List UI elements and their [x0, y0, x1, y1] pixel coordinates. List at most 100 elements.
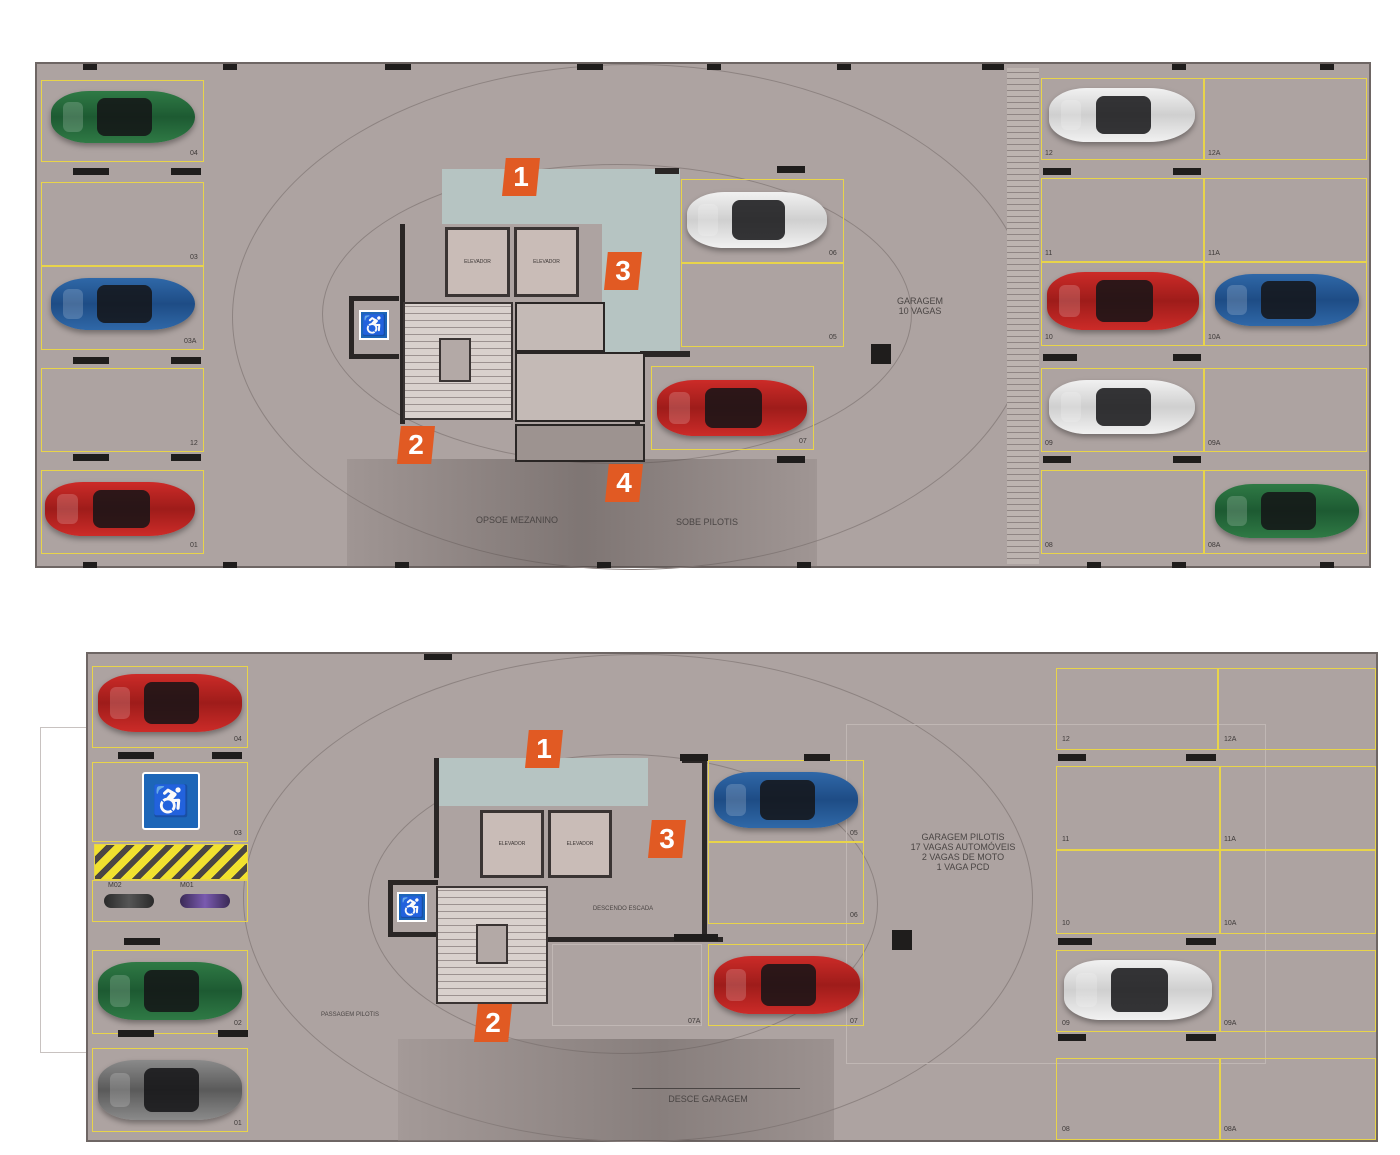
parking-spot [41, 266, 204, 350]
spot-number: 06 [829, 250, 837, 257]
pcd-transfer-zone [94, 844, 248, 880]
descent-arrow [632, 1088, 800, 1089]
elevator-left: ELEVADOR [480, 810, 544, 878]
spot-number: 09A [1208, 440, 1221, 447]
wheel-stop [1043, 456, 1071, 463]
spot-number: 10A [1224, 920, 1237, 927]
parking-spot [1041, 470, 1204, 554]
car [51, 278, 195, 330]
garage-capacity-label: GARAGEM PILOTIS 17 VAGAS AUTOMÓVEIS 2 VA… [910, 832, 1016, 872]
wheel-stop [73, 168, 109, 175]
pillar [707, 64, 721, 70]
parking-spot [681, 179, 844, 263]
spot-number: 12A [1208, 150, 1221, 157]
parking-spot [41, 470, 204, 554]
spot-number: 05 [850, 830, 858, 837]
ramp-shadow [347, 459, 817, 567]
parking-spot [708, 760, 864, 842]
wall [655, 168, 679, 174]
parking-spot [1220, 766, 1376, 850]
spot-number: 02 [234, 1020, 242, 1027]
wheel-stop [680, 754, 708, 761]
wheel-stop [1173, 456, 1201, 463]
stair-landing [439, 338, 471, 382]
parking-spot [1204, 368, 1367, 452]
car [1049, 88, 1195, 142]
pilotis-label: SOBE PILOTIS [675, 517, 739, 527]
pillar [83, 64, 97, 70]
motorcycle [104, 894, 154, 908]
car [657, 380, 807, 436]
spot-number: 07 [799, 438, 807, 445]
spot-number: 12 [1045, 150, 1053, 157]
spot-number: 09 [1045, 440, 1053, 447]
spot-number: 07 [850, 1018, 858, 1025]
utility-room [515, 352, 645, 422]
car [1215, 274, 1359, 326]
spot-number: 12 [190, 440, 198, 447]
car [98, 1060, 242, 1120]
wheel-stop [171, 454, 201, 461]
wheel-stop [73, 357, 109, 364]
top-floor-plan: 04 03 03A 12 01 ELEVADOR ELEVADOR ♿ 1 2 [35, 62, 1371, 570]
pillar [982, 64, 1004, 70]
car [1064, 960, 1212, 1020]
wheel-stop [1173, 354, 1201, 361]
parking-spot [1056, 766, 1220, 850]
marker-2: 2 [474, 1004, 512, 1042]
parking-spot [41, 182, 204, 266]
pilotis-passage-label: PASSAGEM PILOTIS [321, 1012, 379, 1018]
marker-3: 3 [648, 820, 686, 858]
spot-number: 06 [850, 912, 858, 919]
spot-number: 12A [1224, 736, 1237, 743]
wheel-stop [804, 754, 830, 761]
wheel-stop [118, 752, 154, 759]
pillar [1320, 64, 1334, 70]
driveway-curve [243, 654, 1033, 1142]
spot-number: 11 [1045, 250, 1053, 257]
inner-driveway-curve [368, 754, 878, 1054]
parking-spot [1041, 368, 1204, 452]
wall [388, 880, 438, 885]
bottom-floor-plan: 04 03 02 01 ♿ M02 M01 ELEVADOR ELEVADOR … [86, 652, 1378, 1142]
parking-spot [92, 1048, 248, 1132]
spot-number: 09A [1224, 1020, 1237, 1027]
spot-number: 08 [1045, 542, 1053, 549]
stair-landing [476, 924, 508, 964]
car [714, 956, 860, 1014]
spot-number: 05 [829, 334, 837, 341]
wall [349, 296, 399, 301]
parking-spot [1056, 1058, 1220, 1140]
parking-spot [1056, 950, 1220, 1032]
car [714, 772, 858, 828]
wheelchair-icon: ♿ [397, 892, 427, 922]
parking-spot [1204, 262, 1367, 346]
marker-1: 1 [525, 730, 563, 768]
pillar [1172, 64, 1186, 70]
wheel-stop [674, 934, 718, 941]
spot-number: 03 [234, 830, 242, 837]
spot-number: 10A [1208, 334, 1221, 341]
wheel-stop [212, 752, 242, 759]
pillar [385, 64, 411, 70]
storage-room [515, 424, 645, 462]
spot-number: 04 [190, 150, 198, 157]
pillar [395, 562, 409, 568]
parking-spot [1041, 262, 1204, 346]
parking-spot [1220, 950, 1376, 1032]
spot-number: 08 [1062, 1126, 1070, 1133]
spot-number: 11A [1208, 250, 1220, 257]
pillar [1320, 562, 1334, 568]
wheel-stop [1186, 938, 1216, 945]
marker-4: 4 [605, 464, 643, 502]
parking-spot [1041, 78, 1204, 160]
motorcycle [180, 894, 230, 908]
wheel-stop [218, 1030, 248, 1037]
wheel-stop [1173, 168, 1201, 175]
parking-spot [92, 950, 248, 1034]
wall [349, 354, 399, 359]
parking-spot [681, 263, 844, 347]
mezzanine-label: OPSOE MEZANINO [475, 515, 558, 525]
car [1047, 272, 1199, 330]
marker-2: 2 [397, 426, 435, 464]
